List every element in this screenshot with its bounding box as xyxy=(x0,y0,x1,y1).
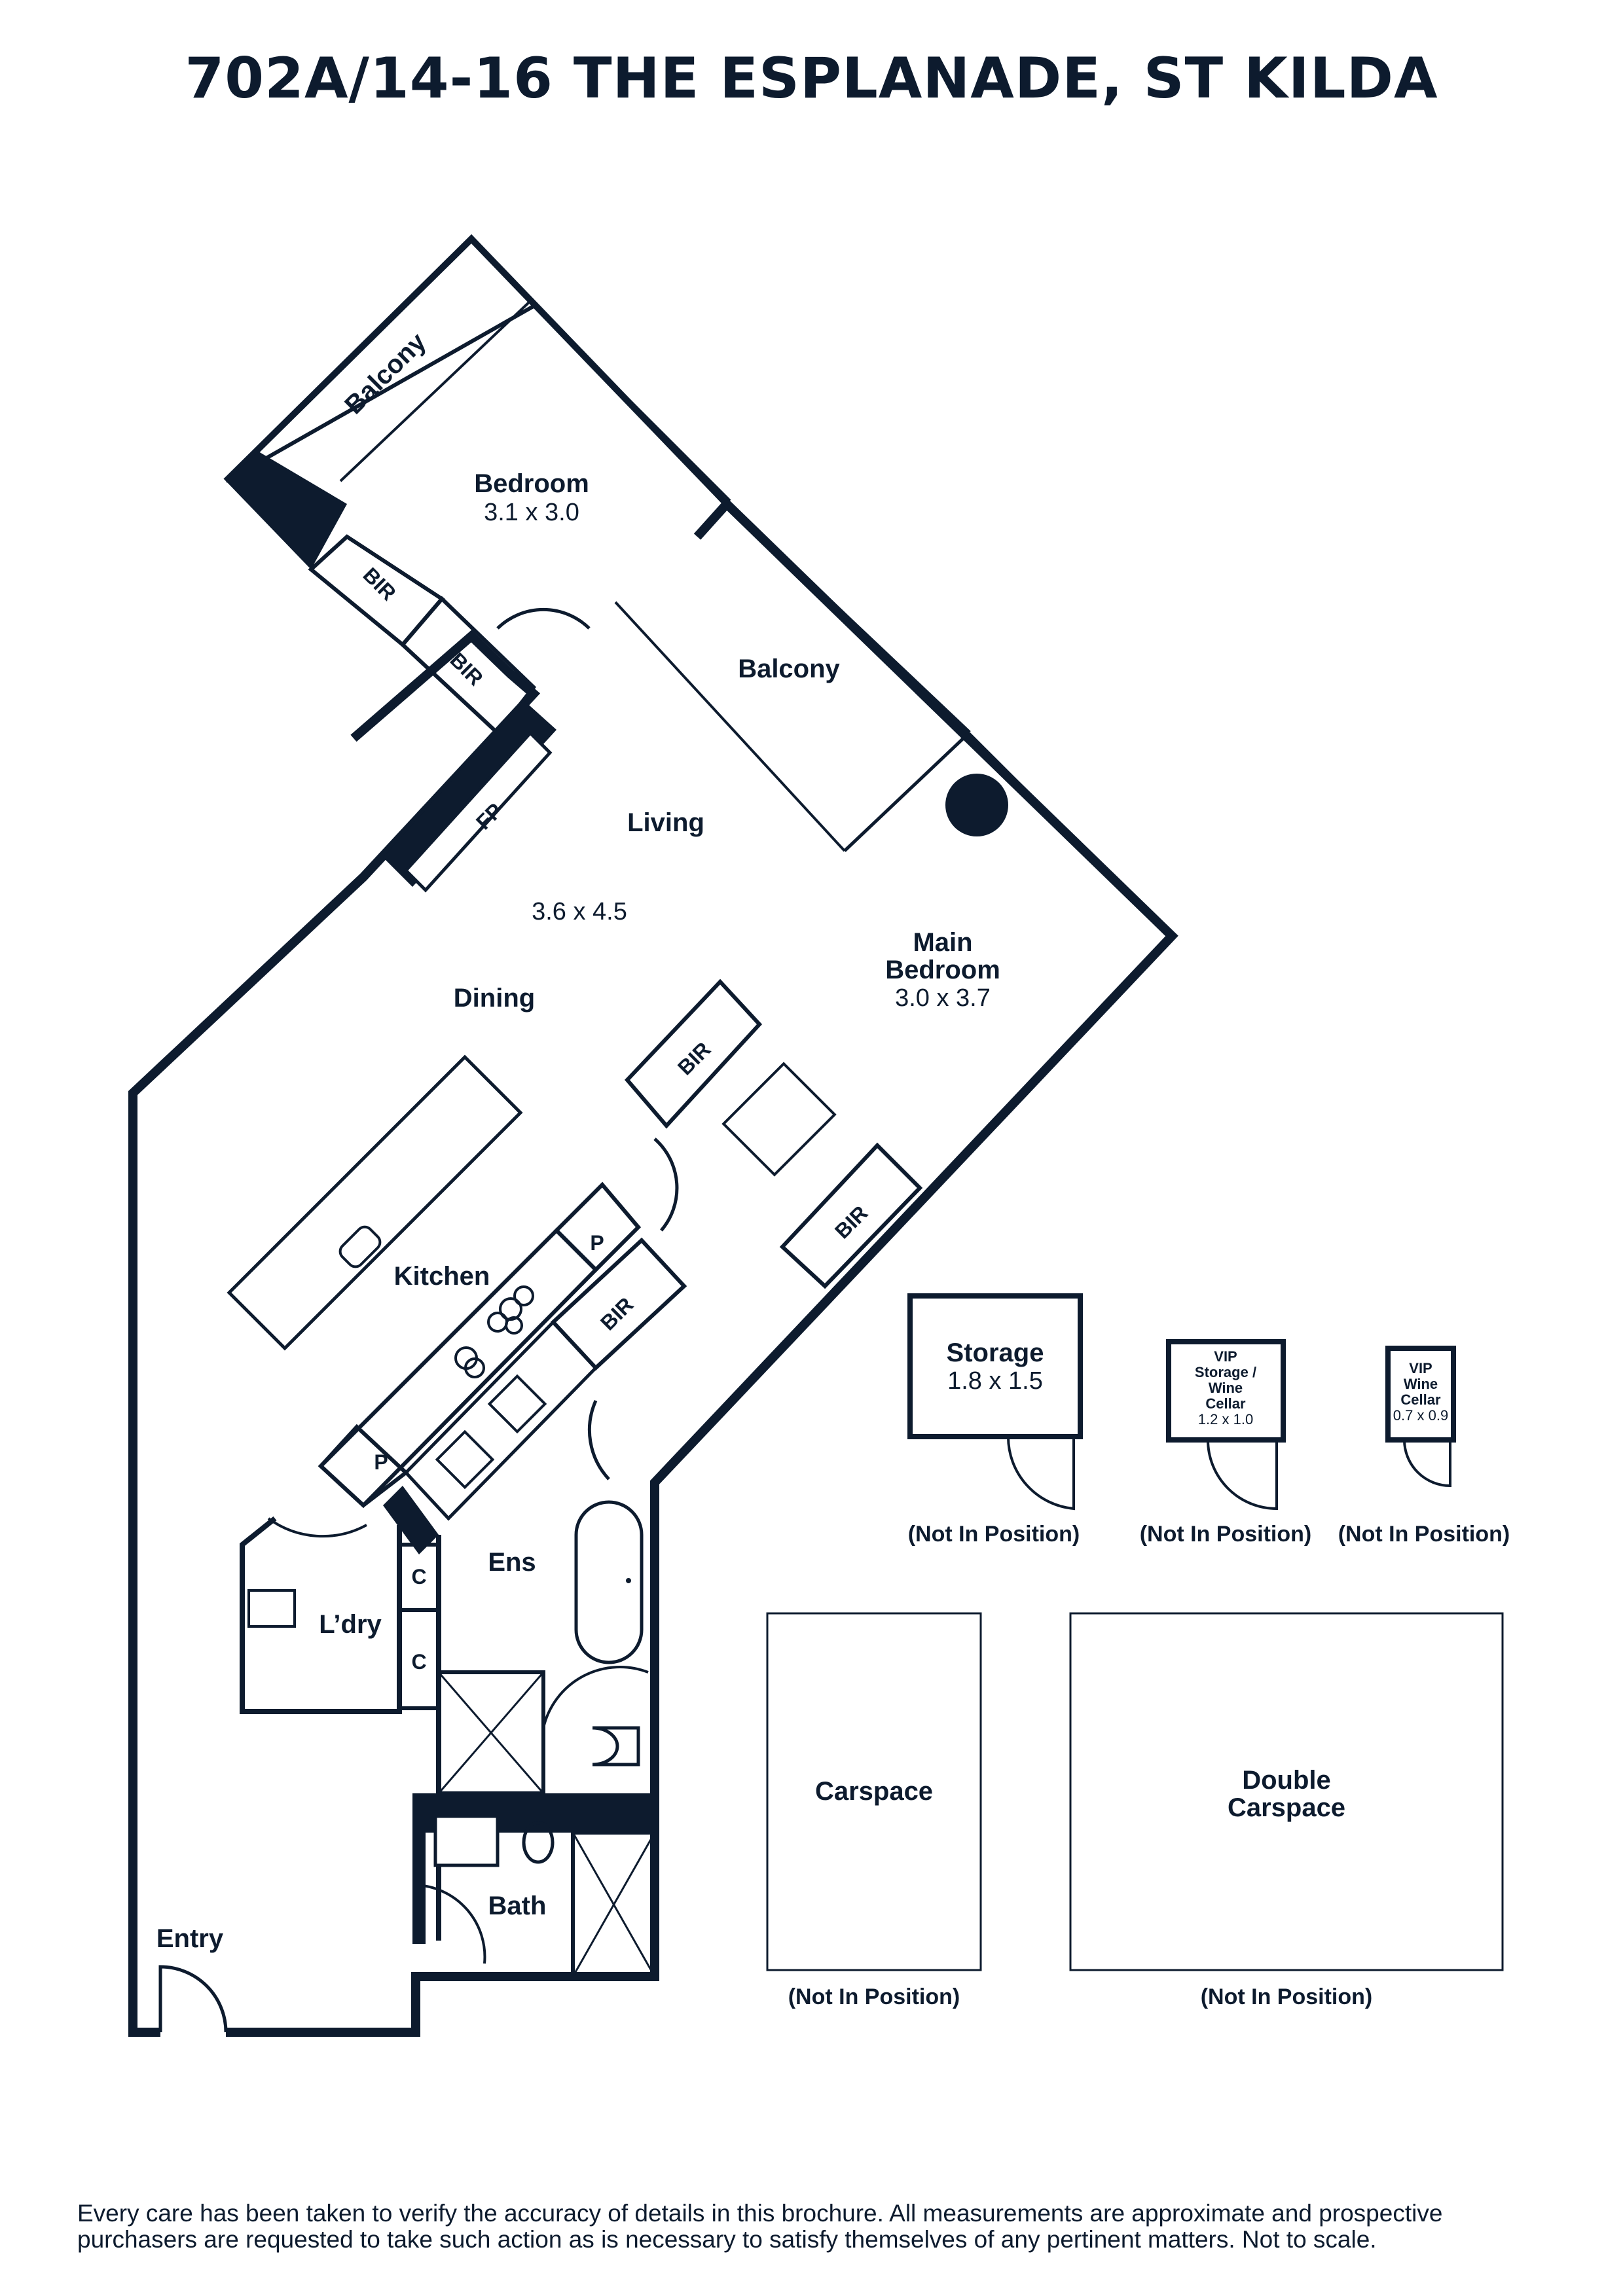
bath-drain xyxy=(626,1578,631,1583)
double-carspace-box xyxy=(1069,1612,1504,1971)
storage-label: Storage xyxy=(947,1338,1044,1367)
bedroom-size: 3.1 x 3.0 xyxy=(484,499,579,526)
vip-storage-door xyxy=(1207,1439,1278,1511)
cupboard-2-label: C xyxy=(411,1650,426,1674)
vip-wine-label-3: Cellar xyxy=(1400,1391,1441,1408)
bedroom-balcony-window xyxy=(529,300,731,502)
storage-door xyxy=(1006,1435,1075,1511)
not-in-position-vip-storage: (Not In Position) xyxy=(1140,1522,1312,1547)
pantry-1-label: P xyxy=(590,1231,604,1255)
not-in-position-vip-wine: (Not In Position) xyxy=(1338,1522,1510,1547)
bir-box-2 xyxy=(399,596,537,736)
carspace-label: Carspace xyxy=(815,1777,933,1806)
bath-west-wall xyxy=(412,1793,426,1944)
balcony-mid-label: Balcony xyxy=(738,655,840,683)
bath-label: Bath xyxy=(488,1892,547,1920)
laundry-tub xyxy=(247,1589,296,1628)
vip-wine-size: 0.7 x 0.9 xyxy=(1393,1407,1448,1424)
storage-box xyxy=(907,1293,1083,1439)
kitchen-island xyxy=(227,1054,523,1351)
bath-toilet xyxy=(522,1821,555,1864)
main-bedroom-label-2: Bedroom xyxy=(885,956,1000,984)
bir-4-label: BIR xyxy=(830,1201,872,1243)
fireplace xyxy=(383,700,556,887)
back-sink-1 xyxy=(487,1374,547,1434)
bir-box-3 xyxy=(624,978,763,1129)
storage-size: 1.8 x 1.5 xyxy=(947,1367,1043,1395)
island-sink xyxy=(338,1225,382,1268)
entry-label: Entry xyxy=(156,1924,224,1953)
vip-storage-label-4: Cellar xyxy=(1205,1395,1246,1412)
ensuite-column xyxy=(383,1486,439,1554)
shower-cross-b xyxy=(437,1672,545,1794)
laundry-label: L’dry xyxy=(319,1610,382,1639)
disclaimer-text: Every care has been taken to verify the … xyxy=(77,2200,1443,2253)
bath-vanity xyxy=(433,1814,500,1867)
kitchen-label: Kitchen xyxy=(394,1262,490,1291)
balcony-rail-top xyxy=(225,302,538,483)
not-in-position-storage: (Not In Position) xyxy=(908,1522,1080,1547)
ensuite-door xyxy=(587,1399,610,1480)
vip-wine-door xyxy=(1403,1439,1451,1488)
column-round xyxy=(945,774,1008,836)
entry-door xyxy=(158,1965,228,2033)
back-sink-2 xyxy=(435,1429,495,1490)
back-bench xyxy=(403,1319,598,1521)
bath-shower xyxy=(571,1831,657,1979)
main-bedroom-door xyxy=(653,1138,679,1232)
pantry-2-box xyxy=(318,1424,409,1508)
vip-storage-label-1: VIP xyxy=(1214,1348,1237,1365)
not-in-position-carspace: (Not In Position) xyxy=(788,1984,960,2009)
vip-storage-label-2: Storage / xyxy=(1195,1364,1256,1380)
ens-label: Ens xyxy=(488,1548,536,1577)
pantry-2-label: P xyxy=(374,1450,388,1474)
bath-shower-cross-b xyxy=(572,1832,656,1977)
fireplace-hearth xyxy=(403,730,553,893)
wc-door xyxy=(542,1666,649,1729)
ensuite-wc xyxy=(592,1726,640,1767)
vip-wine-label-2: Wine xyxy=(1404,1376,1438,1392)
laundry-door xyxy=(267,1517,367,1538)
main-bedroom-window xyxy=(968,732,1173,937)
bedroom-label: Bedroom xyxy=(474,469,589,498)
dining-label: Dining xyxy=(454,984,535,1013)
living-balcony-window xyxy=(614,601,846,852)
main-bedroom-door-track xyxy=(843,732,970,852)
double-carspace-label-1: Double xyxy=(1242,1766,1331,1795)
living-size: 3.6 x 4.5 xyxy=(532,898,627,925)
bedroom-door xyxy=(496,607,591,630)
main-bedroom-label-1: Main xyxy=(913,928,972,957)
cupboard-2-box xyxy=(397,1608,441,1710)
cupboard-1-label: C xyxy=(411,1565,426,1588)
not-in-position-double-carspace: (Not In Position) xyxy=(1201,1984,1373,2009)
double-carspace-label-2: Carspace xyxy=(1228,1793,1345,1822)
structural-column xyxy=(226,452,347,569)
bir-5-label: BIR xyxy=(596,1293,638,1335)
bir-3-label: BIR xyxy=(673,1037,715,1079)
bedroom-wing-wall xyxy=(223,234,729,507)
cooktop xyxy=(454,1285,534,1378)
pantry-1-box xyxy=(553,1181,642,1273)
balcony-mid-edge xyxy=(725,502,971,735)
vip-wine-label-1: VIP xyxy=(1409,1360,1432,1376)
bedroom-door-track xyxy=(339,300,532,482)
bed-outline xyxy=(721,1062,837,1177)
bathtub xyxy=(574,1500,644,1664)
vip-storage-size: 1.2 x 1.0 xyxy=(1198,1411,1253,1427)
carspace-box xyxy=(766,1612,982,1971)
living-label: Living xyxy=(627,808,704,837)
main-bedroom-size: 3.0 x 3.7 xyxy=(895,984,991,1012)
page-title: 702A/14-16 THE ESPLANADE, ST KILDA xyxy=(185,46,1438,111)
bath-door xyxy=(415,1884,486,1964)
bir-box-4 xyxy=(779,1142,923,1289)
vip-storage-label-3: Wine xyxy=(1209,1380,1243,1396)
